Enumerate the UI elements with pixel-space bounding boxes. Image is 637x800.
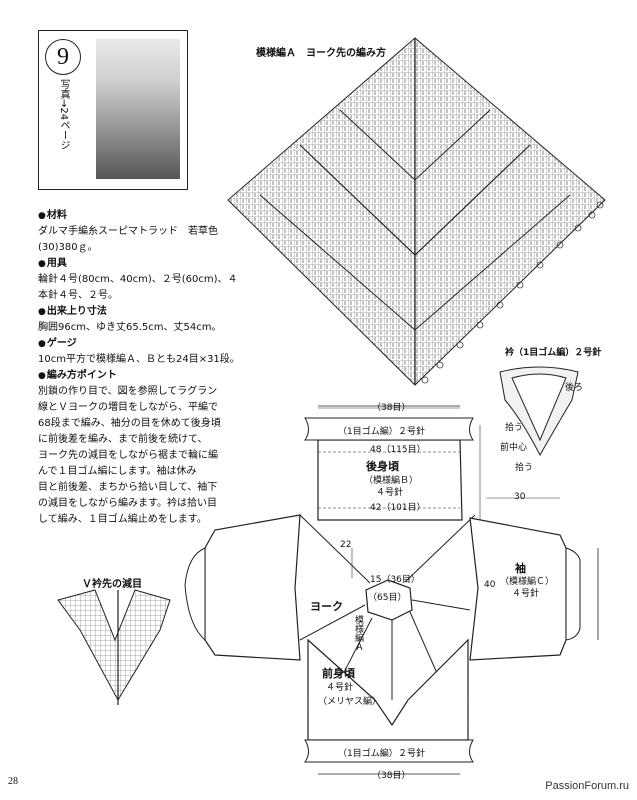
sleeve-dim-40: 40 [484, 580, 496, 590]
points-line-4: に前後差を編み、まで前後を続けて、 [38, 434, 208, 445]
pattern-a-chart [227, 37, 606, 386]
back-needle-label: ４号針 [376, 488, 404, 498]
yoke-width-15: 15（36目） [370, 575, 420, 585]
yoke-shape [299, 514, 476, 700]
back-width-48: 48（115目） [370, 445, 426, 455]
back-body-shape [304, 405, 474, 521]
bottom-width: （38目） [372, 771, 411, 781]
back-width-42: 42（101目） [370, 503, 426, 513]
gauge-heading: ゲージ [38, 336, 77, 352]
yoke-stitches: （65目） [368, 593, 407, 603]
left-sleeve-shape [184, 514, 301, 661]
points-line-3: 68段まで編み、袖分の目を休めて後身頃 [38, 418, 221, 429]
pattern-a-title: 模様編Ａ ヨーク先の編み方 [256, 48, 386, 59]
v-neck-title: Ｖ衿先の減目 [82, 579, 142, 590]
materials-line-2: (30)380ｇ。 [38, 242, 98, 253]
tools-line-1: 輪針４号(80cm、40cm)、２号(60cm)、４ [38, 274, 238, 285]
v-neck-chart [57, 589, 171, 705]
points-line-9: して編み、１目ゴム編止めをします。 [38, 514, 207, 525]
back-pattern-label: （模様編Ｂ） [364, 476, 419, 486]
sleeve-pattern-label: （模様編Ｃ） [500, 577, 555, 587]
materials-heading: 材料 [38, 208, 67, 224]
collar-diagram [499, 366, 579, 457]
sleeve-label: 袖 [515, 562, 526, 575]
right-sleeve-shape [469, 517, 599, 661]
chart-row-markers [421, 201, 604, 384]
top-rib-needle: ２号針 [398, 427, 426, 437]
dim-30: 30 [514, 492, 526, 502]
tools-heading: 用具 [38, 256, 67, 272]
collar-front-center: 前中心 [500, 443, 528, 453]
points-line-5: ヨーク先の減目をしながら裾まで輪に編 [38, 450, 218, 461]
front-pattern-label: （メリヤス編） [318, 697, 382, 707]
points-line-6: んで１目ゴム編にします。袖は休み [38, 466, 197, 477]
sleeve-needle-label: ４号針 [512, 589, 540, 599]
tools-line-2: 本針４号、２号。 [38, 290, 118, 301]
dimension-lines [318, 407, 560, 578]
points-line-7: 目と前後差、まちから拾い目して、袖下 [38, 482, 218, 493]
collar-back-label: 後ろ [565, 383, 584, 393]
watermark: PassionForum.ru [545, 780, 629, 792]
collar-title: 衿（1目ゴム編）２号針 [505, 348, 602, 358]
front-body-shape [304, 638, 474, 775]
points-line-2: 線とＶヨークの増目をしながら、平編で [38, 402, 218, 413]
points-heading: 編み方ポイント [38, 368, 117, 384]
points-line-8: の減目をしながら編みます。衿は拾い目 [38, 498, 217, 509]
materials-line-1: ダルマ手編糸スーピマトラッド 若草色 [38, 226, 218, 237]
dim-22: 22 [340, 540, 352, 550]
front-needle-label: ４号針 [326, 683, 354, 693]
photo-frame: 9 写真→24ページ [38, 30, 188, 190]
gauge-line: 10cm平方で模様編Ａ、Ｂとも24目×31段。 [38, 354, 240, 365]
yoke-label: ヨーク [310, 600, 343, 613]
points-line-1: 別鎖の作り目で、図を参照してラグラン [38, 386, 218, 397]
size-line: 胸囲96cm、ゆき丈65.5cm、丈54cm。 [38, 322, 222, 333]
item-number: 9 [45, 39, 81, 75]
collar-pick-label-2: 拾う [505, 423, 524, 433]
page-number: 28 [8, 776, 18, 787]
front-body-label: 前身頃 [322, 667, 355, 680]
bottom-rib-needle: ２号針 [398, 749, 426, 759]
back-body-label: 後身頃 [366, 460, 399, 473]
pattern-a-label: 模様編Ａ [353, 615, 363, 651]
bottom-rib-label: （1目ゴム編） [338, 749, 398, 759]
top-rib-label: （1目ゴム編） [338, 427, 398, 437]
photo-caption: 写真→24ページ [58, 79, 69, 151]
top-width: （38目） [372, 403, 411, 413]
model-photo [96, 39, 180, 179]
size-heading: 出来上り寸法 [38, 304, 107, 320]
collar-pick-label: 拾う [515, 463, 534, 473]
